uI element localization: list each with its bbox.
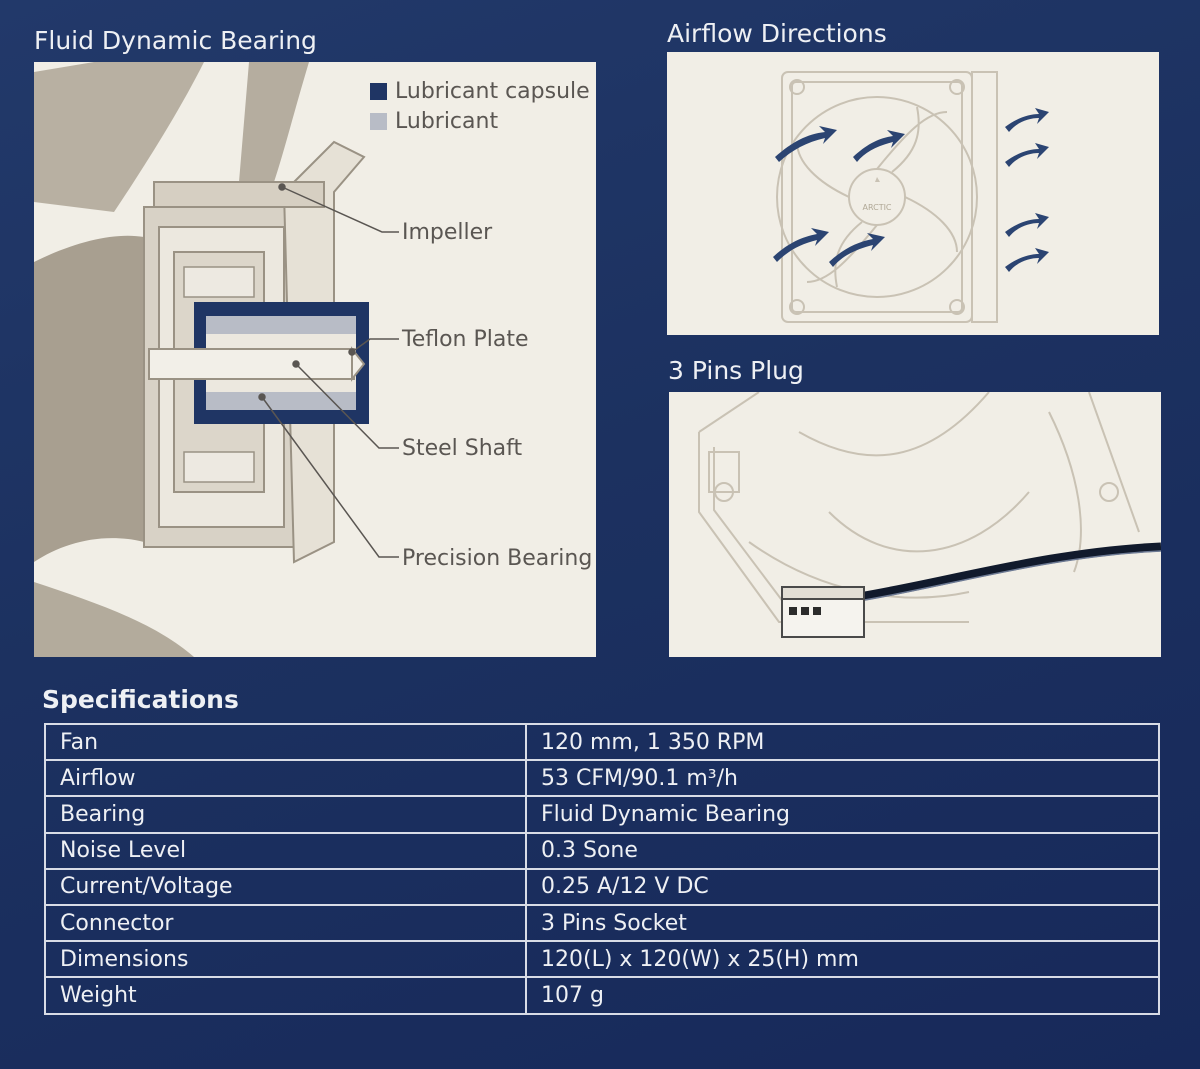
bearing-cross-section-illustration [34, 62, 399, 657]
table-row: Weight 107 g [44, 976, 1160, 1015]
spec-label: Current/Voltage [44, 867, 527, 906]
table-row: Noise Level 0.3 Sone [44, 831, 1160, 870]
spec-value: 53 CFM/90.1 m³/h [525, 759, 1160, 798]
callout-impeller: Impeller [402, 220, 493, 245]
table-row: Dimensions 120(L) x 120(W) x 25(H) mm [44, 940, 1160, 979]
bearing-heading: Fluid Dynamic Bearing [34, 26, 317, 55]
spec-label: Fan [44, 722, 527, 762]
table-row: Current/Voltage 0.25 A/12 V DC [44, 867, 1160, 906]
spec-label: Bearing [44, 795, 527, 834]
spec-value: 0.3 Sone [525, 831, 1160, 870]
spec-label: Connector [44, 903, 527, 943]
spec-label: Noise Level [44, 831, 527, 870]
specifications-table: Fan 120 mm, 1 350 RPM Airflow 53 CFM/90.… [44, 722, 1160, 1015]
spec-value: 0.25 A/12 V DC [525, 867, 1160, 906]
legend-lubricant-capsule: Lubricant capsule [370, 79, 590, 104]
airflow-diagram-panel: ARCTIC [667, 52, 1159, 335]
table-row: Bearing Fluid Dynamic Bearing [44, 795, 1160, 834]
plug-diagram-panel [669, 392, 1161, 657]
three-pin-connector [781, 586, 865, 638]
table-row: Connector 3 Pins Socket [44, 903, 1160, 943]
spec-value: 3 Pins Socket [525, 903, 1160, 943]
spec-value: 120(L) x 120(W) x 25(H) mm [525, 940, 1160, 979]
fan-logo-text: ARCTIC [862, 203, 891, 212]
bearing-diagram-panel: Lubricant capsule Lubricant Impeller Tef… [34, 62, 596, 657]
airflow-fan-illustration: ARCTIC [773, 71, 1049, 323]
callout-teflon-plate: Teflon Plate [402, 327, 529, 352]
spec-value: 107 g [525, 976, 1160, 1015]
callout-steel-shaft: Steel Shaft [402, 436, 523, 461]
airflow-heading: Airflow Directions [667, 19, 887, 48]
spec-label: Dimensions [44, 940, 527, 979]
legend-lubricant: Lubricant [370, 109, 498, 134]
table-row: Airflow 53 CFM/90.1 m³/h [44, 759, 1160, 798]
callout-precision-bearing: Precision Bearing [402, 546, 593, 571]
spec-value: 120 mm, 1 350 RPM [525, 722, 1160, 762]
spec-label: Weight [44, 976, 527, 1015]
legend-label: Lubricant [395, 109, 499, 134]
spec-label: Airflow [44, 759, 527, 798]
legend-label: Lubricant capsule [395, 79, 590, 104]
table-row: Fan 120 mm, 1 350 RPM [44, 722, 1160, 762]
plug-heading: 3 Pins Plug [668, 356, 804, 385]
plug-connector-illustration [698, 392, 1161, 638]
specifications-title: Specifications [42, 685, 239, 714]
spec-value: Fluid Dynamic Bearing [525, 795, 1160, 834]
capsule-swatch [370, 83, 387, 100]
lubricant-swatch [370, 113, 387, 130]
